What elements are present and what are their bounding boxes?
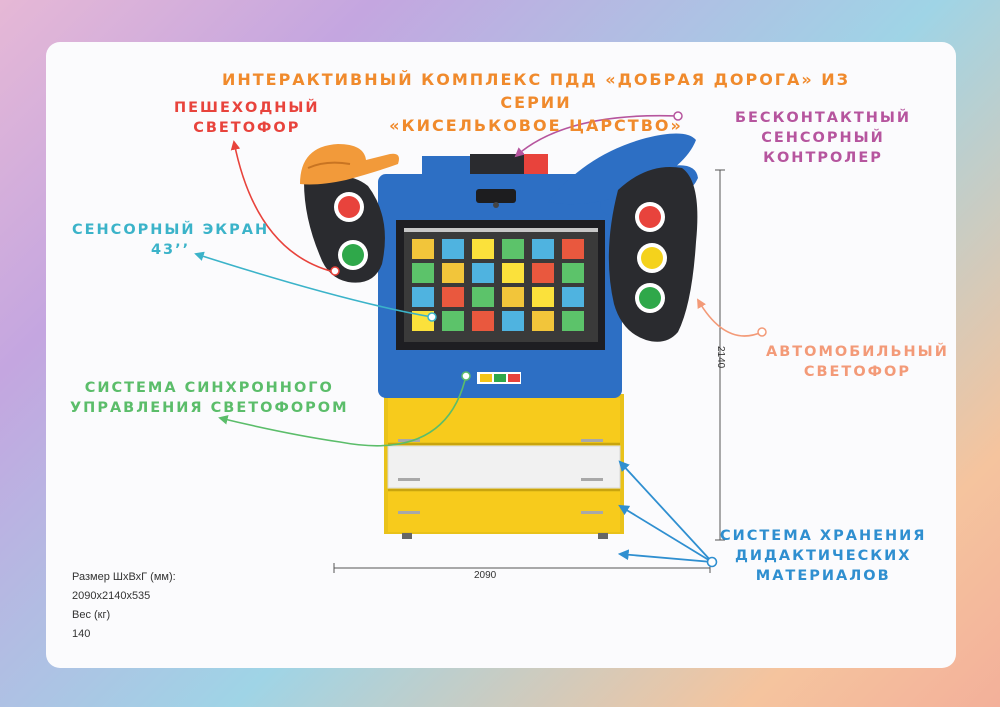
- sync-system-label-line-2: УПРАВЛЕНИЯ СВЕТОФОРОМ: [70, 400, 349, 416]
- controller-label-line-1: БЕСКОНТАКТНЫЙ СЕНСОРНЫЙ: [734, 110, 912, 146]
- screen-arrow: [194, 251, 433, 318]
- product-illustration: [194, 111, 767, 573]
- screen-tiles: [412, 239, 584, 331]
- touch-screen-label: СЕНСОРНЫЙ ЭКРАН 43’’: [72, 220, 269, 260]
- controller-arrow: [514, 114, 679, 158]
- storage-system-label-line-2: ДИДАКТИЧЕСКИХ: [734, 548, 912, 564]
- size-label: Размер ШхВхГ (мм):: [72, 571, 176, 583]
- pedestrian-light-label: ПЕШЕХОДНЫЙ СВЕТОФОР: [174, 98, 320, 138]
- height-dimension: 2140: [715, 346, 726, 369]
- specs-block: Размер ШхВхГ (мм): 2090x2140x535 Вес (кг…: [72, 568, 176, 644]
- pedestrian-light-arrow: [230, 140, 335, 273]
- storage-system-label: СИСТЕМА ХРАНЕНИЯ ДИДАКТИЧЕСКИХ МАТЕРИАЛО…: [720, 526, 926, 586]
- car-light-label-line-1: АВТОМОБИЛЬНЫЙ: [766, 344, 949, 360]
- car-light-label: АВТОМОБИЛЬНЫЙ СВЕТОФОР: [766, 342, 949, 382]
- pedestrian-traffic-light: [300, 144, 399, 283]
- controller-label: БЕСКОНТАКТНЫЙ СЕНСОРНЫЙ КОНТРОЛЕР: [690, 108, 956, 168]
- weight-value: 140: [72, 628, 91, 640]
- drawer-base: [384, 394, 624, 539]
- controller-label-line-2: КОНТРОЛЕР: [763, 150, 883, 166]
- touch-screen-label-line-1: СЕНСОРНЫЙ ЭКРАН: [72, 222, 270, 238]
- sync-arrow: [218, 375, 467, 447]
- storage-system-label-line-1: СИСТЕМА ХРАНЕНИЯ: [720, 528, 927, 544]
- storage-arrows: [617, 460, 718, 568]
- width-dimension: 2090: [474, 570, 497, 581]
- product-card: ИНТЕРАКТИВНЫЙ КОМПЛЕКС ПДД «ДОБРАЯ ДОРОГ…: [46, 42, 956, 668]
- title-line-2: «КИСЕЛЬКОВОЕ ЦАРСТВО»: [389, 116, 683, 135]
- sync-system-label: СИСТЕМА СИНХРОННОГО УПРАВЛЕНИЯ СВЕТОФОРО…: [70, 378, 349, 418]
- page-title: ИНТЕРАКТИВНЫЙ КОМПЛЕКС ПДД «ДОБРАЯ ДОРОГ…: [186, 68, 886, 137]
- size-value: 2090x2140x535: [72, 590, 151, 602]
- sync-system-label-line-1: СИСТЕМА СИНХРОННОГО: [84, 380, 334, 396]
- storage-system-label-line-3: МАТЕРИАЛОВ: [755, 568, 891, 584]
- weight-label: Вес (кг): [72, 609, 111, 621]
- car-traffic-light: [548, 133, 698, 342]
- touch-screen-label-line-2: 43’’: [150, 242, 191, 258]
- pedestrian-light-label-line-2: СВЕТОФОР: [193, 120, 301, 136]
- car-light-arrow: [697, 298, 763, 337]
- car-light-label-line-2: СВЕТОФОР: [803, 364, 911, 380]
- title-line-1: ИНТЕРАКТИВНЫЙ КОМПЛЕКС ПДД «ДОБРАЯ ДОРОГ…: [221, 70, 851, 112]
- pedestrian-light-label-line-1: ПЕШЕХОДНЫЙ: [174, 100, 320, 116]
